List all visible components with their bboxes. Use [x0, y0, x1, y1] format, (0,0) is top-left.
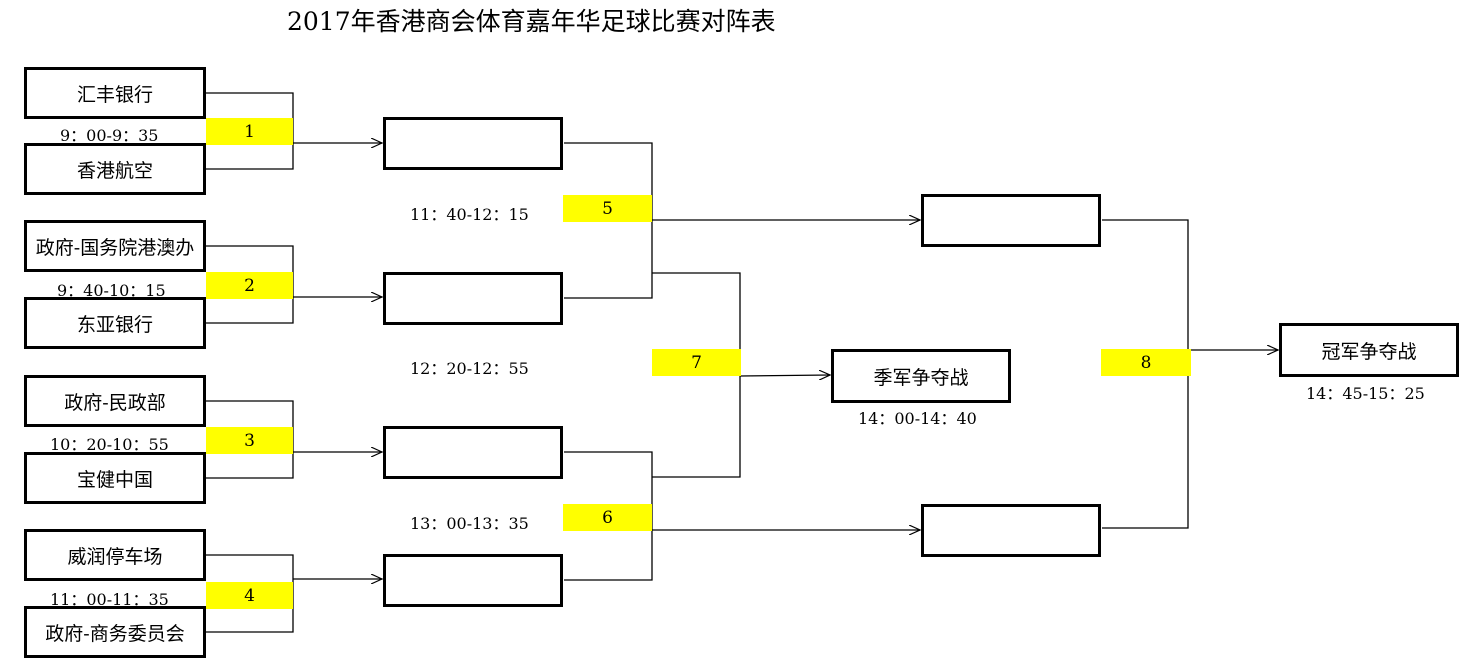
match-time: 11：40-12：15 — [410, 205, 529, 224]
match-time: 9：40-10：15 — [57, 281, 166, 300]
team-box: 香港航空 — [24, 143, 206, 195]
match-number: 4 — [206, 582, 293, 609]
winner-slot — [383, 554, 563, 607]
match-number: 6 — [563, 504, 652, 531]
match-time: 12：20-12：55 — [410, 359, 529, 378]
third-place-box: 季军争夺战 — [831, 349, 1011, 403]
winner-slot — [383, 272, 563, 325]
match-time: 10：20-10：55 — [50, 435, 169, 454]
final-box: 冠军争夺战 — [1279, 323, 1459, 377]
match-number: 7 — [652, 349, 741, 376]
match-number: 5 — [563, 195, 652, 222]
page-title: 2017年香港商会体育嘉年华足球比赛对阵表 — [287, 7, 776, 36]
winner-slot — [383, 117, 563, 170]
finalist-slot — [921, 504, 1101, 557]
match-time: 14：45-15：25 — [1306, 384, 1425, 403]
match-time: 13：00-13：35 — [410, 514, 529, 533]
match-number: 2 — [206, 272, 293, 299]
team-box: 政府-国务院港澳办 — [24, 220, 206, 272]
team-box: 宝健中国 — [24, 452, 206, 504]
winner-slot — [383, 426, 563, 479]
match-time: 9：00-9：35 — [60, 126, 159, 145]
team-box: 东亚银行 — [24, 297, 206, 349]
match-time: 14：00-14：40 — [858, 409, 977, 428]
match-number: 8 — [1101, 349, 1191, 376]
team-box: 政府-商务委员会 — [24, 606, 206, 658]
finalist-slot — [921, 194, 1101, 247]
team-box: 威润停车场 — [24, 529, 206, 581]
team-box: 政府-民政部 — [24, 375, 206, 427]
team-box: 汇丰银行 — [24, 67, 206, 119]
match-number: 1 — [206, 118, 293, 145]
match-number: 3 — [206, 427, 293, 454]
match-time: 11：00-11：35 — [50, 590, 169, 609]
